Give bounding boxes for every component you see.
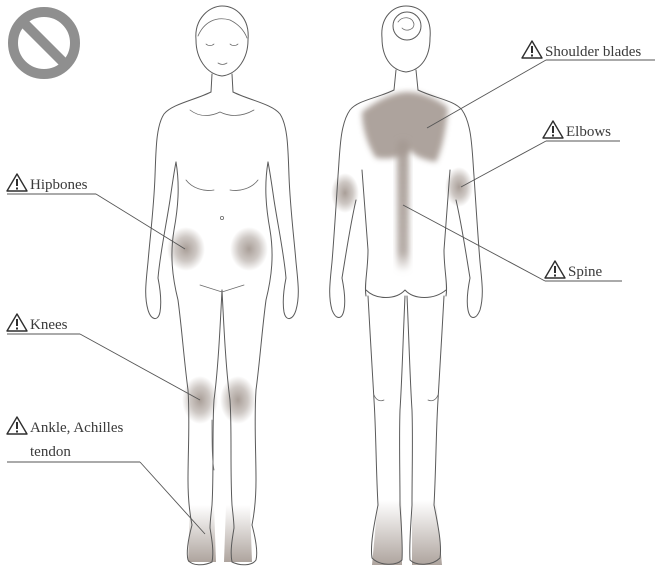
warning-icon: [545, 261, 565, 278]
warning-icon: [7, 314, 27, 331]
warning-icon: [543, 121, 563, 138]
label-spine: Spine: [545, 261, 603, 280]
ankle-text-line2: tendon: [30, 444, 71, 460]
knees-leader: [80, 334, 200, 400]
spine-text: Spine: [568, 264, 603, 280]
knee-area-right: [220, 376, 256, 424]
ankle-area-right: [224, 505, 252, 562]
back-figure: [330, 6, 483, 565]
label-elbows: Elbows: [543, 121, 611, 140]
warning-icon: [522, 41, 542, 58]
hipbones-text: Hipbones: [30, 177, 88, 193]
prohibition-icon: [13, 12, 75, 74]
knees-text: Knees: [30, 317, 68, 333]
elbows-text: Elbows: [566, 124, 611, 140]
heel-area-right: [412, 500, 442, 565]
hipbones-leader: [96, 194, 185, 249]
ankle-text-line1: Ankle, Achilles: [30, 420, 123, 436]
heel-area-left: [372, 500, 402, 565]
label-ankle: Ankle, Achilles tendon: [7, 417, 123, 460]
elbows-leader: [461, 141, 546, 187]
warning-icon: [7, 174, 27, 191]
shoulder-blades-text: Shoulder blades: [545, 44, 641, 60]
label-shoulder-blades: Shoulder blades: [522, 41, 641, 60]
label-hipbones: Hipbones: [7, 174, 88, 193]
warning-icon: [7, 417, 27, 434]
ankle-area-left: [188, 505, 216, 562]
label-knees: Knees: [7, 314, 68, 333]
ankle-leader: [140, 462, 205, 534]
front-figure: [146, 6, 299, 565]
shoulder-blades-leader: [427, 60, 546, 128]
hipbone-area-right: [230, 227, 268, 271]
spine-area: [397, 140, 409, 272]
spine-leader: [403, 205, 545, 281]
